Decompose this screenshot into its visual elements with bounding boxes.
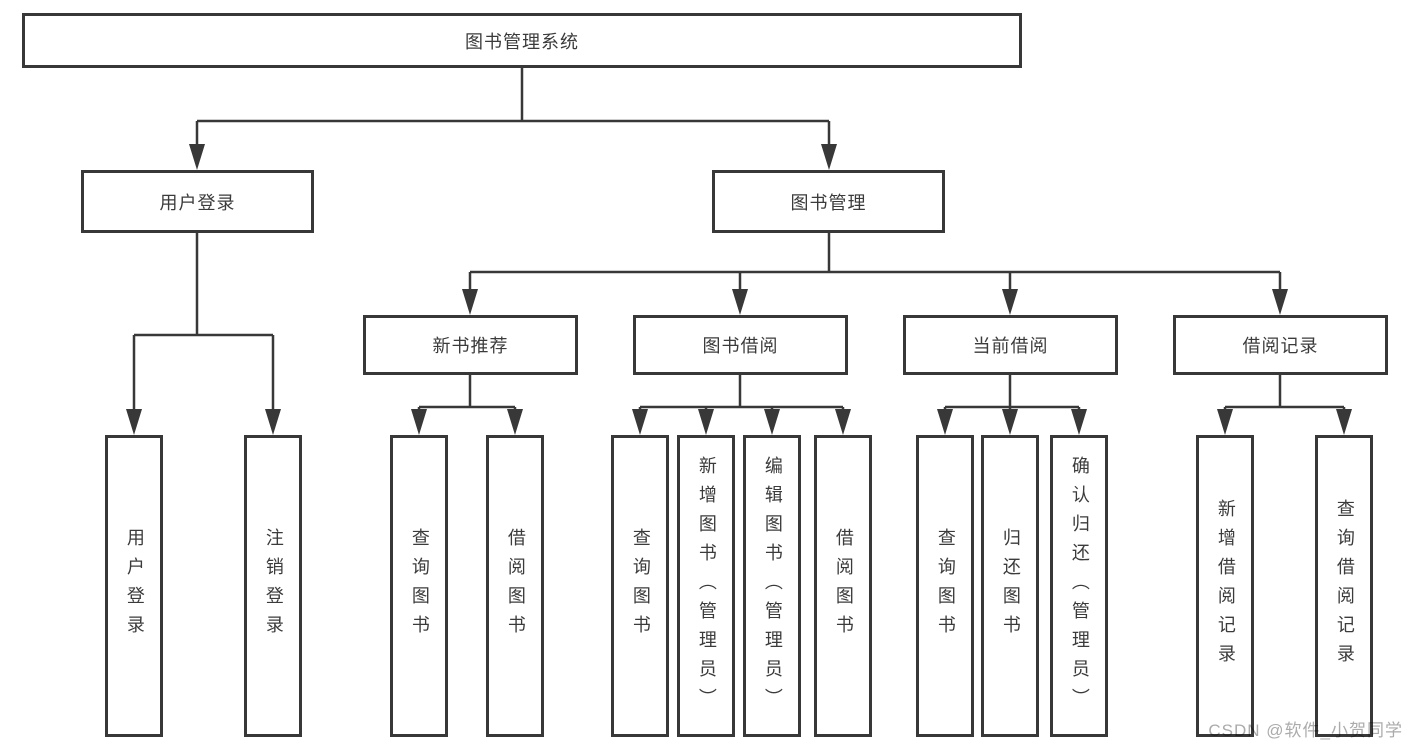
leaf-br-add-record: 新增借阅记录 — [1196, 435, 1254, 737]
leaf-nbr-borrow-books: 借阅图书 — [486, 435, 544, 737]
leaf-br-query-record: 查询借阅记录 — [1315, 435, 1373, 737]
node-book-borrow: 图书借阅 — [633, 315, 848, 375]
csdn-watermark: CSDN @软件_小贺同学 — [1208, 721, 1403, 740]
leaf-user-login: 用户登录 — [105, 435, 163, 737]
leaf-cb-return-books: 归还图书 — [981, 435, 1039, 737]
leaf-cb-confirm-return-admin: 确认归还（管理员） — [1050, 435, 1108, 737]
node-current-borrow: 当前借阅 — [903, 315, 1118, 375]
leaf-logout: 注销登录 — [244, 435, 302, 737]
leaf-cb-query-books: 查询图书 — [916, 435, 974, 737]
leaf-nbr-query-books: 查询图书 — [390, 435, 448, 737]
arrowhead-icons — [126, 144, 1352, 435]
leaf-bb-edit-books-admin: 编辑图书（管理员） — [743, 435, 801, 737]
node-root-system: 图书管理系统 — [22, 13, 1022, 68]
leaf-bb-add-books-admin: 新增图书（管理员） — [677, 435, 735, 737]
node-borrow-records: 借阅记录 — [1173, 315, 1388, 375]
leaf-bb-query-books: 查询图书 — [611, 435, 669, 737]
leaf-bb-borrow-books: 借阅图书 — [814, 435, 872, 737]
node-book-management: 图书管理 — [712, 170, 945, 233]
node-new-book-recommend: 新书推荐 — [363, 315, 578, 375]
node-user-login: 用户登录 — [81, 170, 314, 233]
